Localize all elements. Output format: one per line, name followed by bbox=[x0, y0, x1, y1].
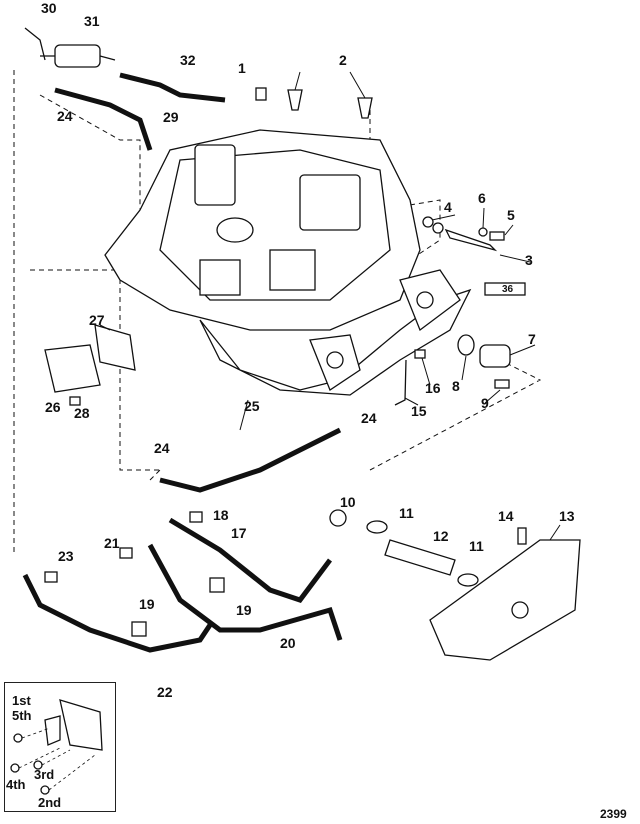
inset-label-3rd: 3rd bbox=[34, 767, 55, 782]
fuel-pump bbox=[44, 324, 136, 406]
grommets bbox=[255, 87, 373, 119]
sealant-tube-label: 36 bbox=[502, 284, 514, 295]
inset-label-5th: 5th bbox=[12, 708, 32, 723]
callout-25: 25 bbox=[244, 398, 260, 414]
callout-24: 24 bbox=[154, 440, 170, 456]
water-tube-and-cover bbox=[329, 509, 581, 661]
callout-29: 29 bbox=[163, 109, 179, 125]
callout-23: 23 bbox=[58, 548, 74, 564]
callout-21: 21 bbox=[104, 535, 120, 551]
callout-1: 1 bbox=[238, 60, 246, 76]
figure-number: 2399 bbox=[600, 807, 627, 821]
callout-10: 10 bbox=[340, 494, 356, 510]
fuel-filter-assembly bbox=[24, 27, 226, 151]
callout-11: 11 bbox=[469, 538, 484, 554]
callout-26: 26 bbox=[45, 399, 61, 415]
fitting-parts bbox=[394, 216, 526, 406]
callout-8: 8 bbox=[452, 378, 460, 394]
callout-13: 13 bbox=[559, 508, 575, 524]
inset-label-2nd: 2nd bbox=[38, 795, 62, 810]
callout-6: 6 bbox=[478, 190, 486, 206]
clips-and-nuts bbox=[44, 511, 225, 637]
callout-4: 4 bbox=[444, 199, 452, 215]
torque-sequence-inset bbox=[4, 682, 116, 812]
callout-2: 2 bbox=[339, 52, 347, 68]
callout-19: 19 bbox=[236, 602, 252, 618]
callout-31: 31 bbox=[84, 13, 100, 29]
hoses bbox=[22, 427, 343, 653]
inset-label-1st: 1st bbox=[12, 693, 31, 708]
callout-16: 16 bbox=[425, 380, 441, 396]
callout-17: 17 bbox=[231, 525, 247, 541]
callout-28: 28 bbox=[74, 405, 90, 421]
callout-5: 5 bbox=[507, 207, 515, 223]
callout-24: 24 bbox=[57, 108, 73, 124]
callout-14: 14 bbox=[498, 508, 514, 524]
callout-19: 19 bbox=[139, 596, 155, 612]
inset-label-4th: 4th bbox=[6, 777, 26, 792]
callout-32: 32 bbox=[180, 52, 196, 68]
callout-27: 27 bbox=[89, 312, 105, 328]
callout-24: 24 bbox=[361, 410, 377, 426]
adapter-plate bbox=[104, 129, 472, 396]
callout-30: 30 bbox=[41, 0, 57, 16]
callout-12: 12 bbox=[433, 528, 449, 544]
callout-15: 15 bbox=[411, 403, 427, 419]
callout-11: 11 bbox=[399, 505, 414, 521]
callout-18: 18 bbox=[213, 507, 229, 523]
callout-9: 9 bbox=[481, 395, 489, 411]
callout-7: 7 bbox=[528, 331, 536, 347]
callout-20: 20 bbox=[280, 635, 296, 651]
leader-lines bbox=[99, 71, 561, 541]
callout-3: 3 bbox=[525, 252, 533, 268]
callout-22: 22 bbox=[157, 684, 173, 700]
